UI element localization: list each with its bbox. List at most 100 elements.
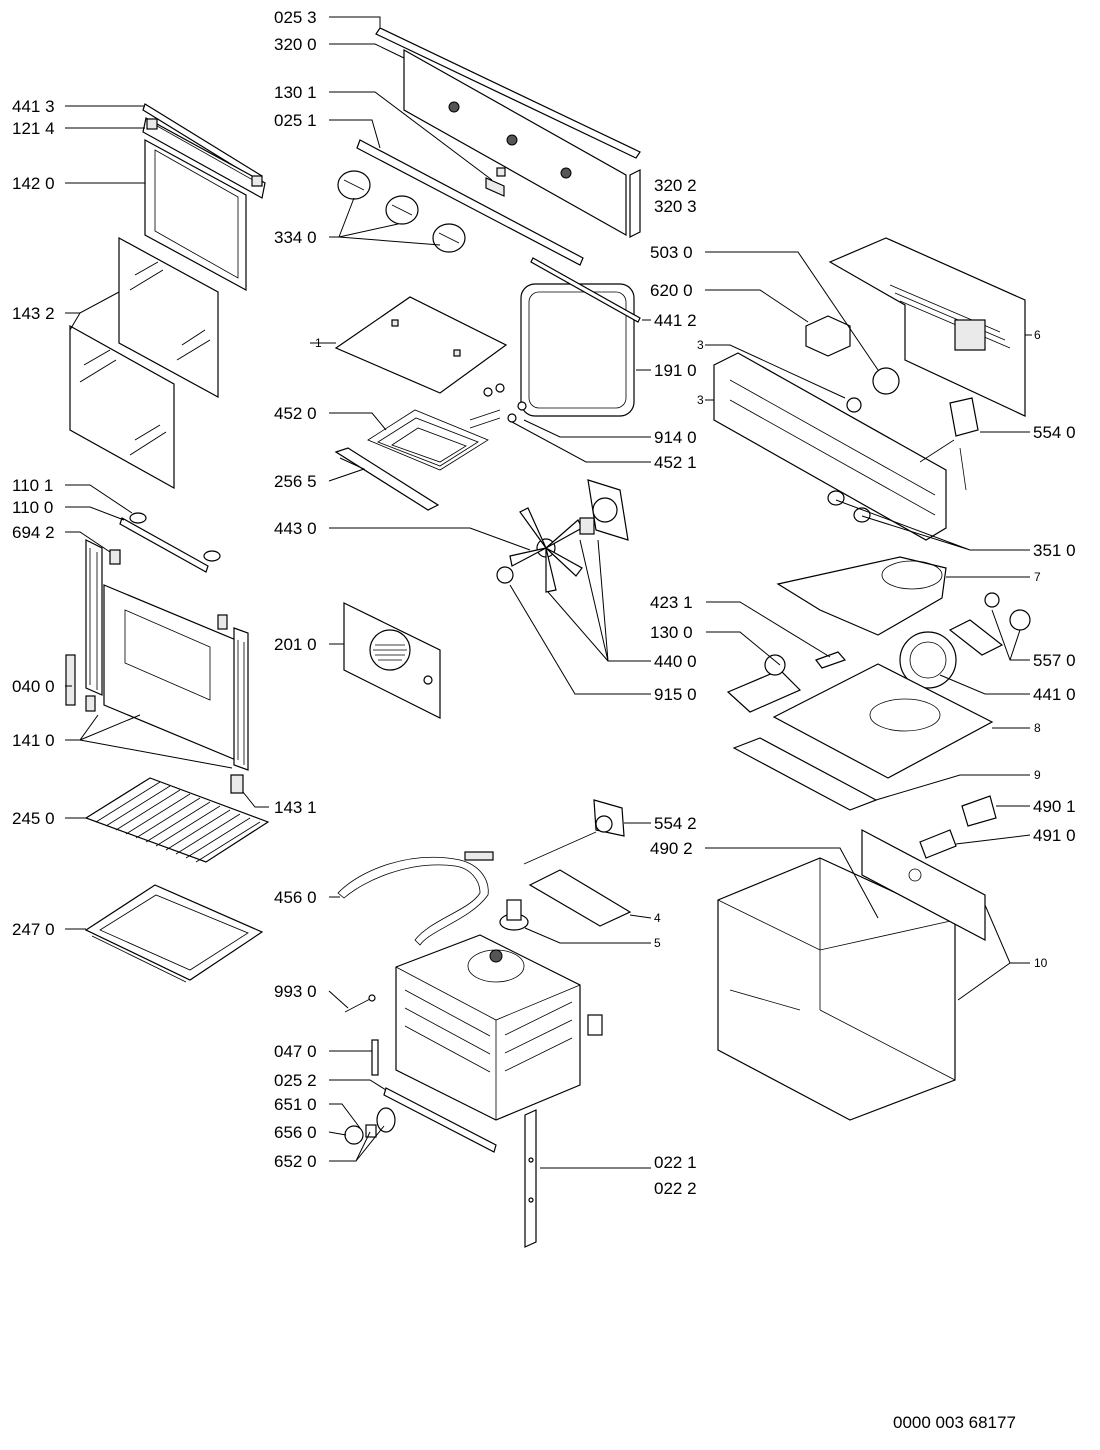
callout-441-2: 441 2 xyxy=(654,311,697,330)
callout-047-0: 047 0 xyxy=(274,1042,317,1061)
callout-3-a: 3 xyxy=(697,338,704,352)
fan-cover-7 xyxy=(776,556,947,636)
callout-320-2: 320 2 xyxy=(654,176,697,195)
seal-strip-441-2 xyxy=(530,257,641,323)
callout-143-2: 143 2 xyxy=(12,304,55,323)
callout-110-1: 110 1 xyxy=(12,476,53,495)
cooling-fan-130-0 xyxy=(726,654,802,713)
callout-914-0: 914 0 xyxy=(654,428,697,447)
control-knobs-334-0 xyxy=(337,170,466,253)
thermostat-554-0 xyxy=(919,397,979,491)
callout-423-1: 423 1 xyxy=(650,593,693,612)
callout-320-3: 320 3 xyxy=(654,197,697,216)
back-panel-201-0 xyxy=(343,602,441,719)
callout-9: 9 xyxy=(1034,768,1041,782)
baking-tray-247-0 xyxy=(84,884,264,983)
sensor-557-0 xyxy=(948,592,1031,656)
callout-022-1: 022 1 xyxy=(654,1153,697,1172)
inner-glass-a-143-2 xyxy=(118,236,219,399)
oven-rack-245-0 xyxy=(84,777,270,863)
callout-8: 8 xyxy=(1034,721,1041,735)
callout-10: 10 xyxy=(1034,956,1048,970)
callout-441-0: 441 0 xyxy=(1033,685,1076,704)
callout-256-5: 256 5 xyxy=(274,472,317,491)
top-trim-025-3 xyxy=(375,27,641,159)
callout-456-0: 456 0 xyxy=(274,888,317,907)
upper-heating-element-452-0 xyxy=(367,383,527,471)
callout-130-1: 130 1 xyxy=(274,83,317,102)
callout-201-0: 201 0 xyxy=(274,635,317,654)
panel-end-cap-320-2 xyxy=(629,169,641,238)
callout-1: 1 xyxy=(315,336,322,350)
top-housing-6 xyxy=(828,237,1026,417)
timer-503-0 xyxy=(846,367,900,413)
door-seal-191-0 xyxy=(520,283,635,417)
thermostat-554-2 xyxy=(523,799,625,865)
leader-lines xyxy=(65,16,1032,1169)
inner-glass-b-143-2 xyxy=(69,324,175,490)
side-rail-022-1 xyxy=(524,1109,537,1248)
oven-top-cover-1 xyxy=(334,296,508,394)
callout-620-0: 620 0 xyxy=(650,281,693,300)
callout-557-0: 557 0 xyxy=(1033,651,1076,670)
callout-4: 4 xyxy=(654,911,661,925)
latch-047-0 xyxy=(371,1039,379,1076)
callout-441-3: 441 3 xyxy=(12,97,55,116)
callout-443-0: 443 0 xyxy=(274,519,317,538)
callout-452-1: 452 1 xyxy=(654,453,697,472)
door-top-profile-121-4 xyxy=(142,117,266,199)
screw-993-0 xyxy=(344,994,376,1013)
callout-040-0: 040 0 xyxy=(12,677,55,696)
callout-351-0: 351 0 xyxy=(1033,541,1076,560)
callout-022-2: 022 2 xyxy=(654,1179,697,1198)
door-hinge-bar-110-0 xyxy=(109,512,221,573)
oven-cavity xyxy=(395,934,603,1121)
cooling-fan-441-0 xyxy=(899,631,957,689)
callout-110-0: 110 0 xyxy=(12,498,53,517)
lower-heating-element-456-0 xyxy=(337,851,494,946)
outer-casing-10 xyxy=(717,829,986,1121)
callout-490-2: 490 2 xyxy=(650,839,693,858)
control-panel-320-0 xyxy=(403,48,627,237)
callout-191-0: 191 0 xyxy=(654,361,697,380)
connector-423-1 xyxy=(815,651,847,669)
callout-142-0: 142 0 xyxy=(12,174,55,193)
control-knob-assembly-651-0 xyxy=(344,1107,396,1145)
callout-247-0: 247 0 xyxy=(12,920,55,939)
panel-bracket-025-1 xyxy=(356,139,584,266)
switch-block-620-0 xyxy=(805,315,851,357)
callout-141-0: 141 0 xyxy=(12,731,55,750)
callout-491-0: 491 0 xyxy=(1033,826,1076,845)
callout-554-0: 554 0 xyxy=(1033,423,1076,442)
callout-143-1: 143 1 xyxy=(274,798,317,817)
air-duct-8 xyxy=(772,663,994,779)
front-trim-025-2 xyxy=(383,1087,497,1153)
callout-025-3: 025 3 xyxy=(274,8,317,27)
terminal-block-491-0 xyxy=(919,829,957,859)
lamp-holder-5 xyxy=(499,899,529,931)
callout-320-0: 320 0 xyxy=(274,35,317,54)
callout-7: 7 xyxy=(1034,570,1041,584)
callout-3-b: 3 xyxy=(697,393,704,407)
callout-labels: 025 3 320 0 130 1 025 1 320 2 320 3 334 … xyxy=(12,8,1076,1198)
callout-452-0: 452 0 xyxy=(274,404,317,423)
callout-025-1: 025 1 xyxy=(274,111,317,130)
heat-shield-256-5 xyxy=(334,447,440,511)
callout-5: 5 xyxy=(654,936,661,950)
callout-6: 6 xyxy=(1034,328,1041,342)
outer-door-glass-142-0 xyxy=(144,138,247,292)
callout-121-4: 121 4 xyxy=(12,119,55,138)
callout-554-2: 554 2 xyxy=(654,814,697,833)
callout-652-0: 652 0 xyxy=(274,1152,317,1171)
callout-656-0: 656 0 xyxy=(274,1123,317,1142)
callout-694-2: 694 2 xyxy=(12,523,55,542)
fan-motor-440-0 xyxy=(579,479,629,541)
control-bracket-3 xyxy=(713,352,947,541)
callout-245-0: 245 0 xyxy=(12,809,55,828)
cover-plate-4 xyxy=(528,869,632,927)
callout-503-0: 503 0 xyxy=(650,243,693,262)
bracket-490-1 xyxy=(961,795,997,827)
callout-915-0: 915 0 xyxy=(654,685,697,704)
callout-334-0: 334 0 xyxy=(274,228,317,247)
